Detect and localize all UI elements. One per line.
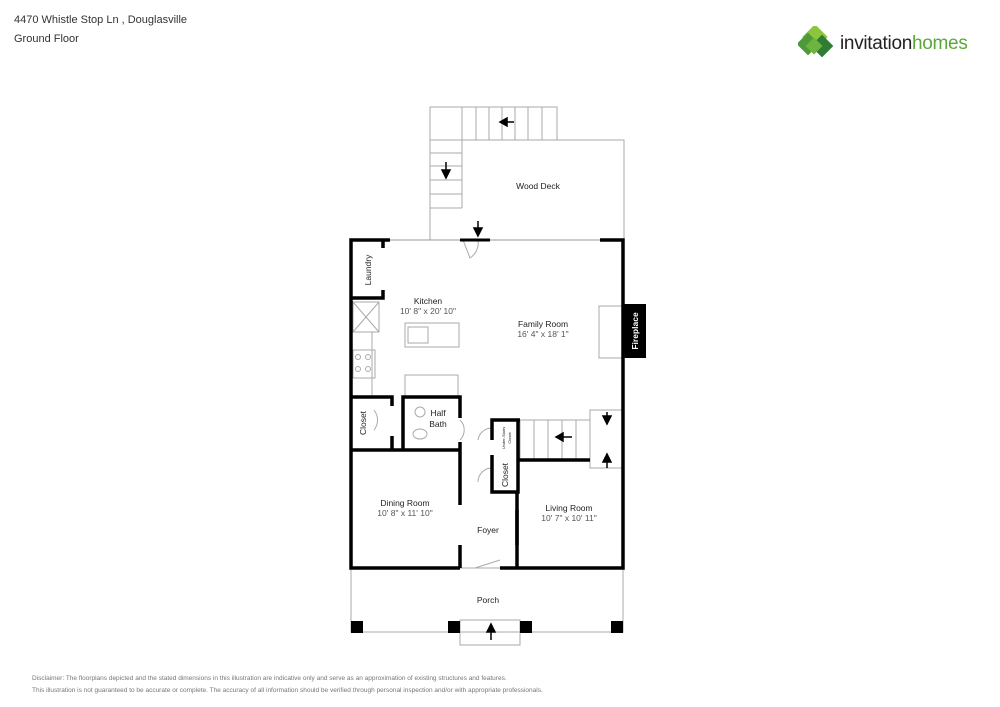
room-dims-dining-room: 10' 8" x 11' 10" bbox=[377, 508, 432, 518]
fridge bbox=[352, 301, 380, 333]
disclaimer-line-1: Disclaimer: The floorplans depicted and … bbox=[32, 675, 507, 682]
logo-mark-icon bbox=[798, 26, 834, 58]
porch-posts bbox=[351, 621, 623, 633]
room-dims-kitchen: 10' 8" x 20' 10" bbox=[400, 306, 456, 316]
room-label-porch: Porch bbox=[477, 595, 499, 605]
walls bbox=[349, 238, 625, 570]
address: 4470 Whistle Stop Ln , Douglasville bbox=[14, 14, 188, 26]
floor-label: Ground Floor bbox=[14, 33, 79, 45]
room-label-closet-mid: Closet bbox=[500, 462, 510, 487]
logo-word-homes: homes bbox=[912, 33, 968, 54]
disclaimer-line-2: This illustration is not guaranteed to b… bbox=[32, 687, 543, 694]
hearth bbox=[598, 305, 624, 359]
room-label-wood-deck: Wood Deck bbox=[516, 181, 561, 191]
deck-stairs-top bbox=[429, 106, 558, 141]
room-label-kitchen: Kitchen bbox=[414, 296, 443, 306]
arrows bbox=[440, 116, 613, 640]
kitchen-island bbox=[404, 322, 460, 348]
room-label-foyer: Foyer bbox=[477, 525, 499, 535]
range bbox=[352, 349, 376, 379]
room-label-half-bath-2: Bath bbox=[429, 419, 447, 429]
room-label-fireplace: Fireplace bbox=[630, 312, 640, 350]
interior-stairs bbox=[519, 419, 591, 461]
room-dims-family-room: 16' 4" x 18' 1" bbox=[517, 329, 568, 339]
room-label-under-stairs-2: Closet bbox=[507, 431, 512, 443]
logo: invitationhomes bbox=[798, 26, 968, 62]
fireplace bbox=[623, 304, 646, 358]
room-label-family-room: Family Room bbox=[518, 319, 568, 329]
room-label-dining-room: Dining Room bbox=[380, 498, 429, 508]
room-label-laundry: Laundry bbox=[363, 254, 373, 285]
logo-word-invitation: invitation bbox=[840, 33, 912, 54]
counter bbox=[404, 374, 459, 398]
room-dims-living-room: 10' 7" x 10' 11" bbox=[541, 513, 596, 523]
room-label-living-room: Living Room bbox=[545, 503, 592, 513]
room-label-half-bath: Half bbox=[430, 408, 446, 418]
room-label-closet-left: Closet bbox=[358, 410, 368, 435]
deck-stair-treads bbox=[430, 107, 543, 209]
room-label-under-stairs: Under-Stairs bbox=[501, 427, 506, 449]
